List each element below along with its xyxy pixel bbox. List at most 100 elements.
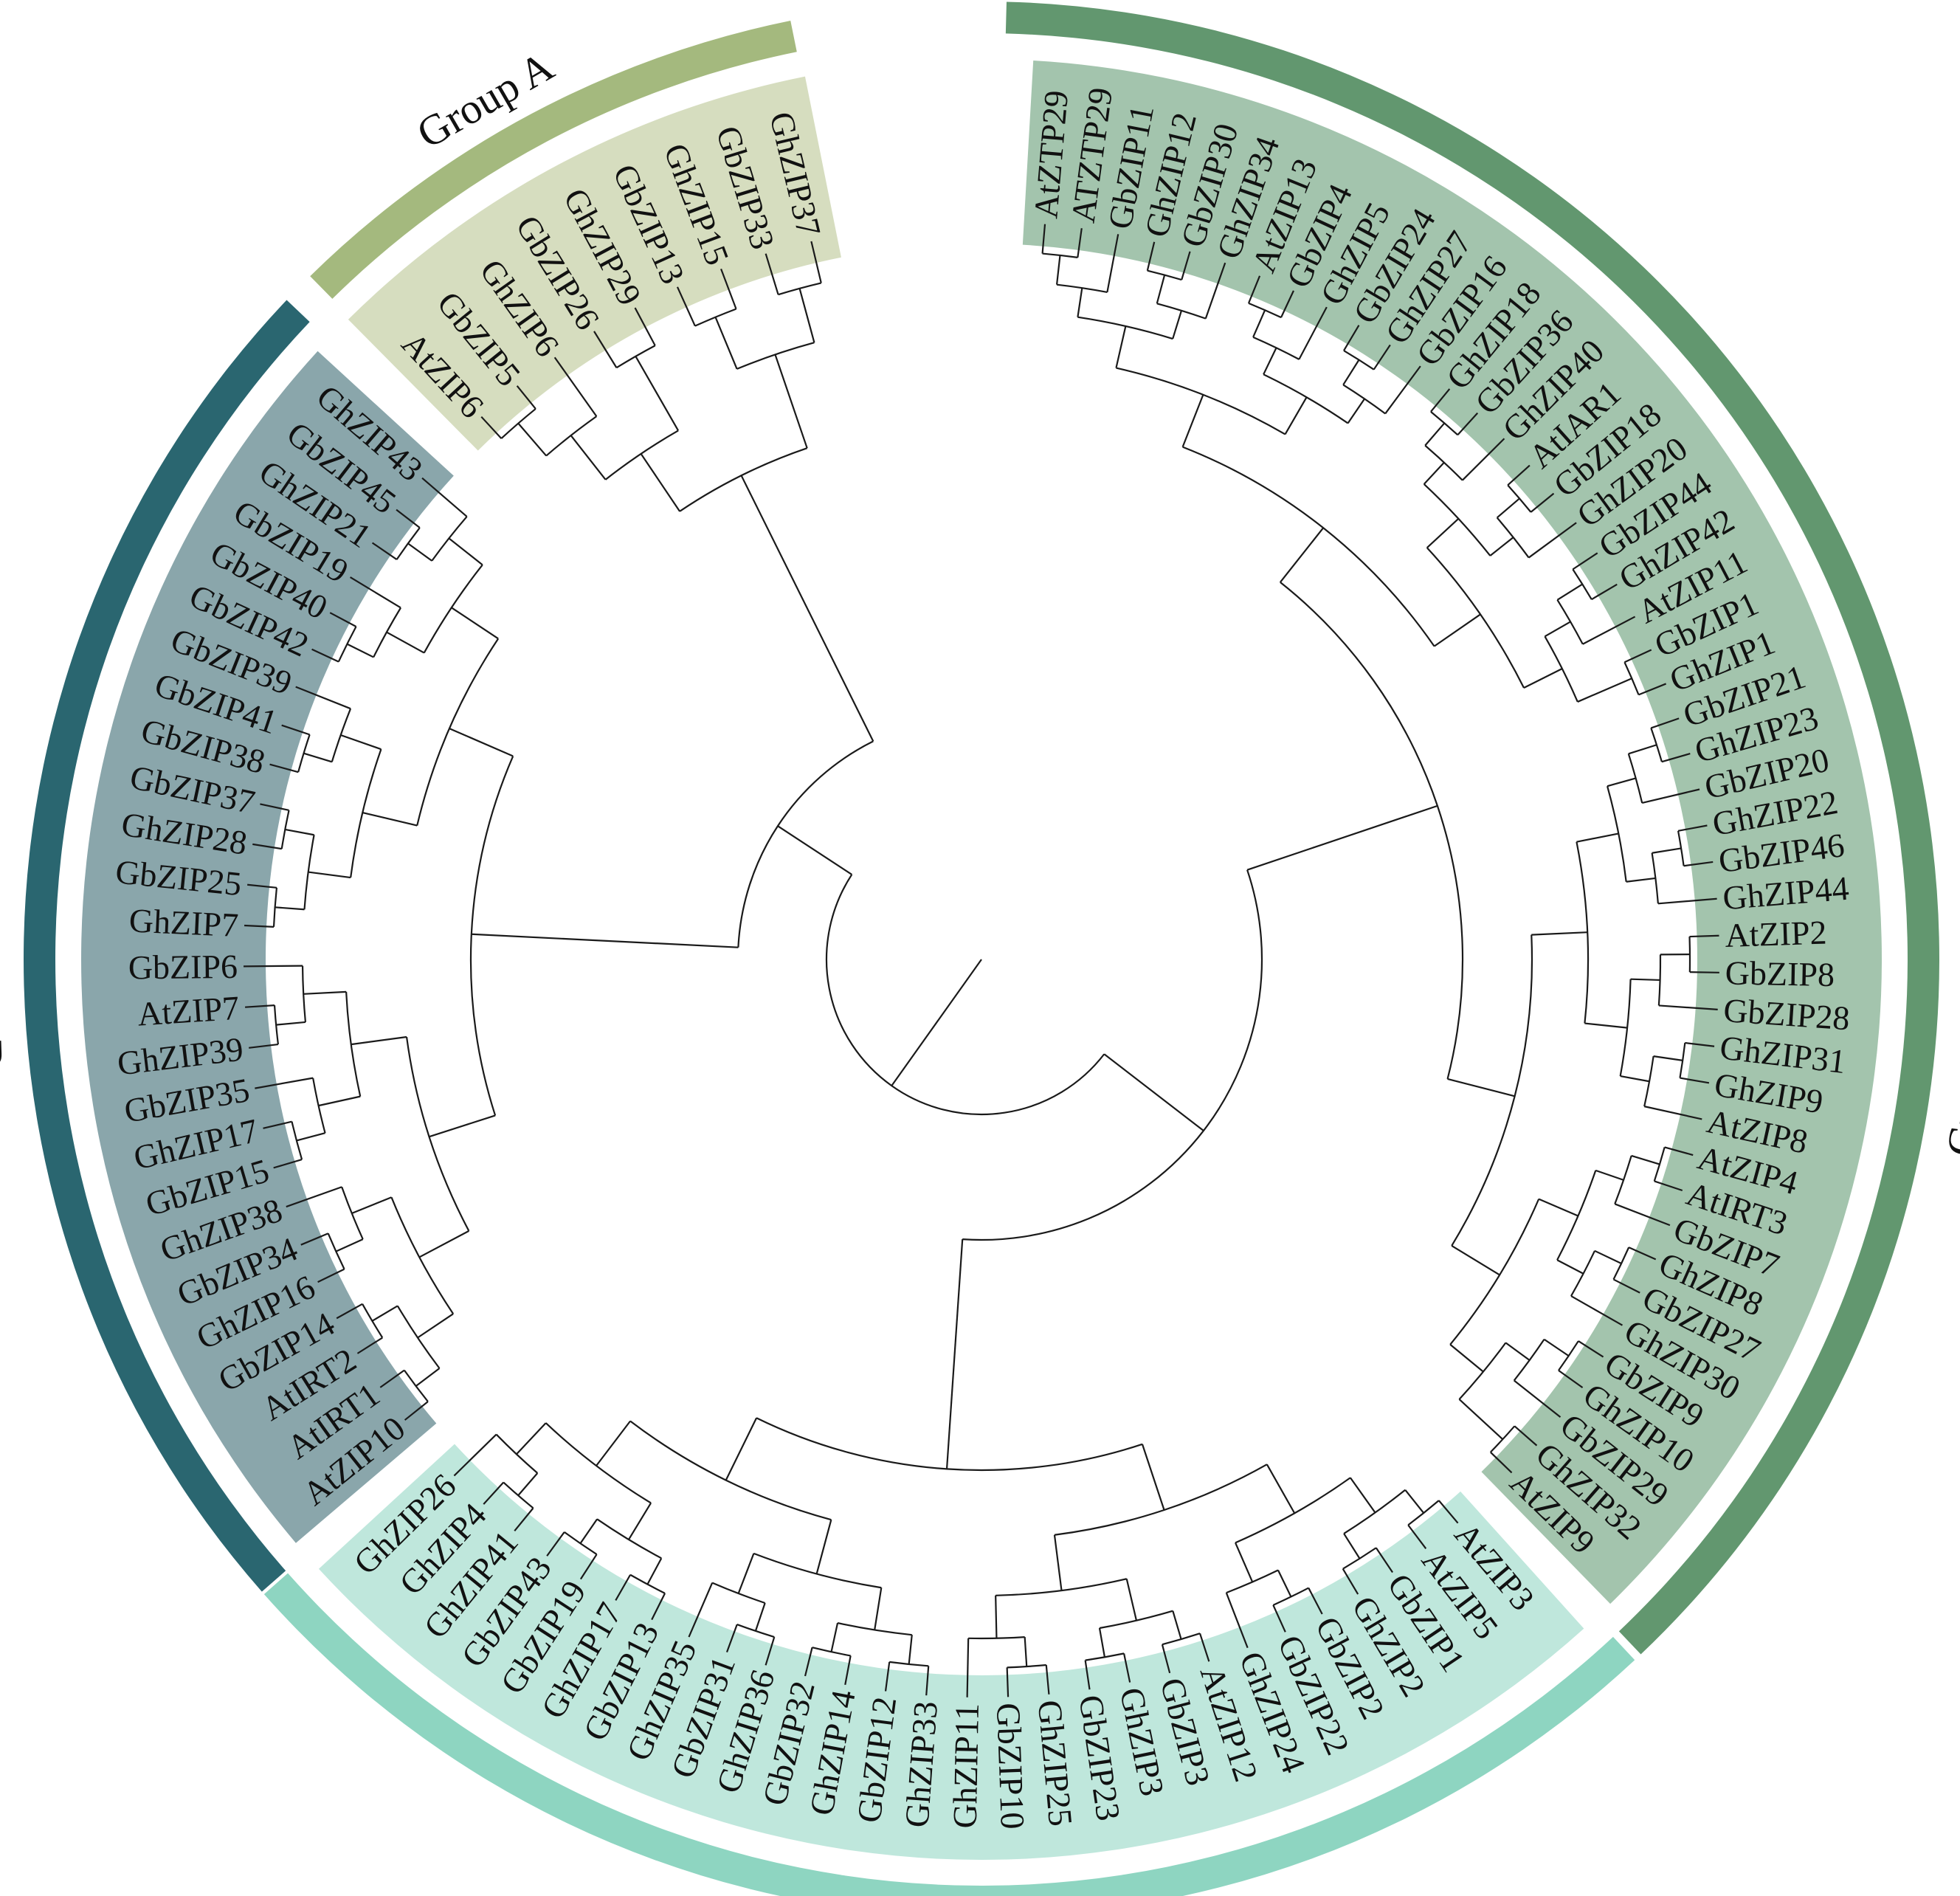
branch-segment <box>417 1313 454 1339</box>
branch-segment <box>774 354 808 449</box>
branch-segment <box>1630 978 1660 982</box>
branch-segment <box>1252 309 1266 338</box>
branch-segment <box>1489 537 1514 556</box>
branch-segment <box>340 734 382 751</box>
branch-segment <box>1572 552 1598 570</box>
branch-segment <box>1181 394 1204 447</box>
branch-segment <box>296 1132 325 1142</box>
branch-segment <box>844 1655 852 1685</box>
branch-segment <box>1496 497 1520 519</box>
branch-segment <box>1407 1524 1427 1549</box>
branch-segment <box>1373 344 1391 370</box>
branch-segment <box>516 1422 547 1455</box>
branch-segment <box>1263 347 1277 375</box>
branch-segment <box>1626 877 1656 883</box>
branch-arc <box>1162 1633 1201 1646</box>
branch-segment <box>1591 583 1618 601</box>
branch-segment <box>1204 262 1226 319</box>
branch-arc <box>629 1420 832 1521</box>
leaf-label: AtZIP7 <box>137 989 241 1033</box>
branch-arc <box>1627 754 1643 804</box>
branch-arc <box>564 1531 598 1555</box>
branch-segment <box>725 1624 738 1652</box>
branch-segment <box>396 509 421 528</box>
branch-segment <box>311 648 339 663</box>
branch-segment <box>514 1507 534 1532</box>
branch-segment <box>247 883 277 889</box>
branch-segment <box>480 416 503 439</box>
branch-segment <box>815 1519 832 1574</box>
branch-segment <box>386 631 425 654</box>
branch-segment <box>1433 613 1481 647</box>
group-b-band <box>81 351 454 1543</box>
branch-arc <box>373 607 401 658</box>
branch-arc <box>405 1036 470 1232</box>
branch-segment <box>300 1233 329 1246</box>
branch-arc <box>500 408 536 439</box>
branch-arc <box>1614 1155 1632 1204</box>
branch-segment <box>471 933 739 948</box>
branch-segment <box>1045 1664 1050 1695</box>
branch-arc <box>1556 1170 1597 1261</box>
branch-arc <box>390 1196 455 1314</box>
branch-arc <box>1513 1339 1545 1382</box>
group-rings <box>24 1 1939 1896</box>
branch-segment <box>615 1574 632 1602</box>
branch-segment <box>1641 788 1700 804</box>
branch-segment <box>371 542 398 560</box>
branch-arc <box>1423 483 1491 556</box>
group-d-band <box>1022 61 1882 1604</box>
branch-segment <box>429 1114 496 1138</box>
branch-segment <box>1594 1249 1622 1264</box>
branch-arc <box>495 1433 539 1474</box>
branch-arc <box>694 308 736 327</box>
group-a-ring <box>310 21 797 299</box>
leaf-label: GbZIP28 <box>1722 991 1851 1038</box>
branch-segment <box>945 1239 964 1469</box>
branch-segment <box>1342 359 1360 386</box>
branch-segment <box>804 1647 813 1677</box>
branch-segment <box>275 906 305 911</box>
branch-segment <box>579 1518 598 1544</box>
branch-arc <box>825 874 1105 1116</box>
leaf-label: GhZIP11 <box>946 1703 986 1828</box>
leaf-label: GbZIP8 <box>1725 954 1835 993</box>
branch-segment <box>1514 1379 1562 1418</box>
branch-segment <box>269 763 299 773</box>
branch-segment <box>1266 1464 1296 1514</box>
branch-segment <box>765 1636 776 1666</box>
branch-segment <box>1607 777 1636 787</box>
branch-segment <box>884 1661 891 1692</box>
branch-segment <box>1661 753 1691 763</box>
group-d-label: Group D <box>1937 1003 1960 1159</box>
branch-segment <box>810 241 822 283</box>
leaf-label: GhZIP7 <box>128 901 239 944</box>
branch-segment <box>1631 1154 1660 1165</box>
branch-segment <box>966 1638 970 1697</box>
branch-segment <box>1531 931 1588 936</box>
branch-arc <box>1426 547 1525 689</box>
branch-segment <box>453 1433 497 1477</box>
branch-segment <box>335 1238 364 1252</box>
branch-segment <box>1544 621 1571 638</box>
branch-segment <box>1595 1169 1624 1181</box>
branch-segment <box>688 1582 714 1638</box>
branch-segment <box>765 253 779 295</box>
branch-segment <box>1172 310 1183 339</box>
branch-segment <box>1430 388 1451 413</box>
branch-segment <box>1514 1425 1538 1447</box>
branch-arc <box>1507 484 1532 513</box>
branch-segment <box>1375 1547 1393 1573</box>
branch-segment <box>1613 1278 1640 1294</box>
branch-segment <box>329 612 357 627</box>
branch-arc <box>350 748 382 878</box>
branch-segment <box>777 825 852 875</box>
branch-segment <box>303 990 347 995</box>
branch-segment <box>356 1337 383 1354</box>
branch-segment <box>1447 1078 1515 1097</box>
branch-segment <box>317 1268 345 1283</box>
branch-segment <box>1458 1399 1504 1440</box>
branch-segment <box>1404 1489 1425 1514</box>
branch-arc <box>1657 954 1662 1006</box>
branch-segment <box>754 1602 766 1632</box>
